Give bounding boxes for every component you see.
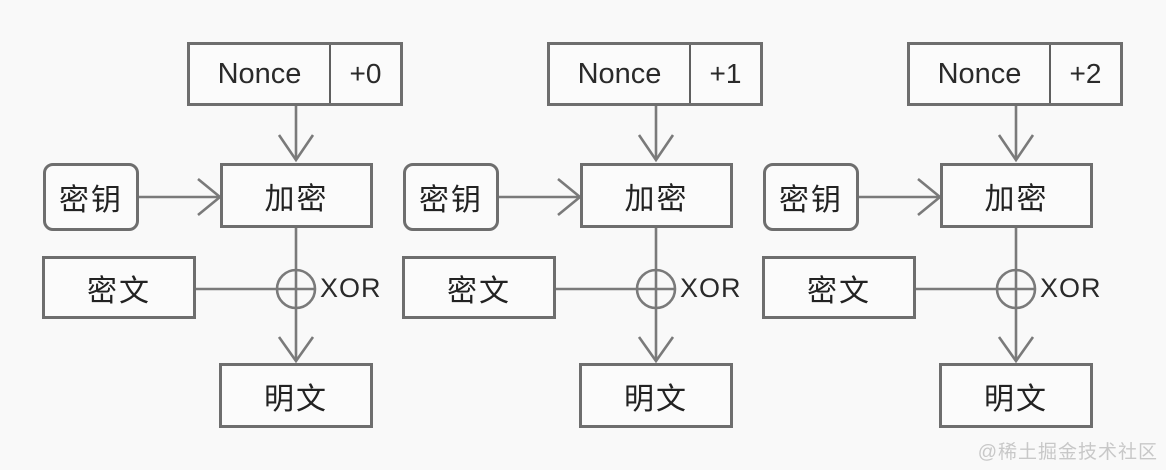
plaintext-arrowhead-icon <box>277 336 315 364</box>
nonce-counter-cell: +0 <box>329 45 400 103</box>
plaintext-arrowhead-icon <box>997 336 1035 364</box>
encrypt-box: 加密 <box>220 163 373 228</box>
plaintext-box: 明文 <box>939 363 1093 428</box>
ciphertext-box: 密文 <box>402 256 556 319</box>
nonce-box: Nonce +1 <box>547 42 763 106</box>
xor-circle-icon <box>635 268 677 310</box>
nonce-arrowhead-icon <box>637 134 675 163</box>
plaintext-arrowhead-icon <box>637 336 675 364</box>
encrypt-box: 加密 <box>580 163 733 228</box>
connector-lines <box>138 106 317 364</box>
key-box: 密钥 <box>763 163 859 231</box>
xor-label: XOR <box>680 273 742 303</box>
ctr-block-0: Nonce +0 密钥 加密 密文 XOR 明文 <box>0 0 410 470</box>
xor-label: XOR <box>320 273 382 303</box>
connector-lines <box>498 106 677 364</box>
nonce-label: Nonce <box>217 57 302 90</box>
xor-label: XOR <box>1040 273 1102 303</box>
ctr-block-2: Nonce +2 密钥 加密 密文 XOR 明文 <box>720 0 1130 470</box>
ctr-block-1: Nonce +1 密钥 加密 密文 XOR 明文 <box>360 0 770 470</box>
nonce-counter-cell: +2 <box>1049 45 1120 103</box>
nonce-box: Nonce +0 <box>187 42 403 106</box>
nonce-counter-cell: +1 <box>689 45 760 103</box>
watermark-text: @稀土掘金技术社区 <box>977 442 1158 463</box>
nonce-box: Nonce +2 <box>907 42 1123 106</box>
plaintext-box: 明文 <box>219 363 373 428</box>
xor-circle-icon <box>275 268 317 310</box>
nonce-label: Nonce <box>937 57 1022 90</box>
plaintext-box: 明文 <box>579 363 733 428</box>
nonce-label: Nonce <box>577 57 662 90</box>
nonce-arrowhead-icon <box>277 134 315 163</box>
nonce-arrowhead-icon <box>997 134 1035 163</box>
ciphertext-box: 密文 <box>42 256 196 319</box>
key-box: 密钥 <box>403 163 499 231</box>
encrypt-box: 加密 <box>940 163 1093 228</box>
key-box: 密钥 <box>43 163 139 231</box>
ciphertext-box: 密文 <box>762 256 916 319</box>
xor-circle-icon <box>995 268 1037 310</box>
